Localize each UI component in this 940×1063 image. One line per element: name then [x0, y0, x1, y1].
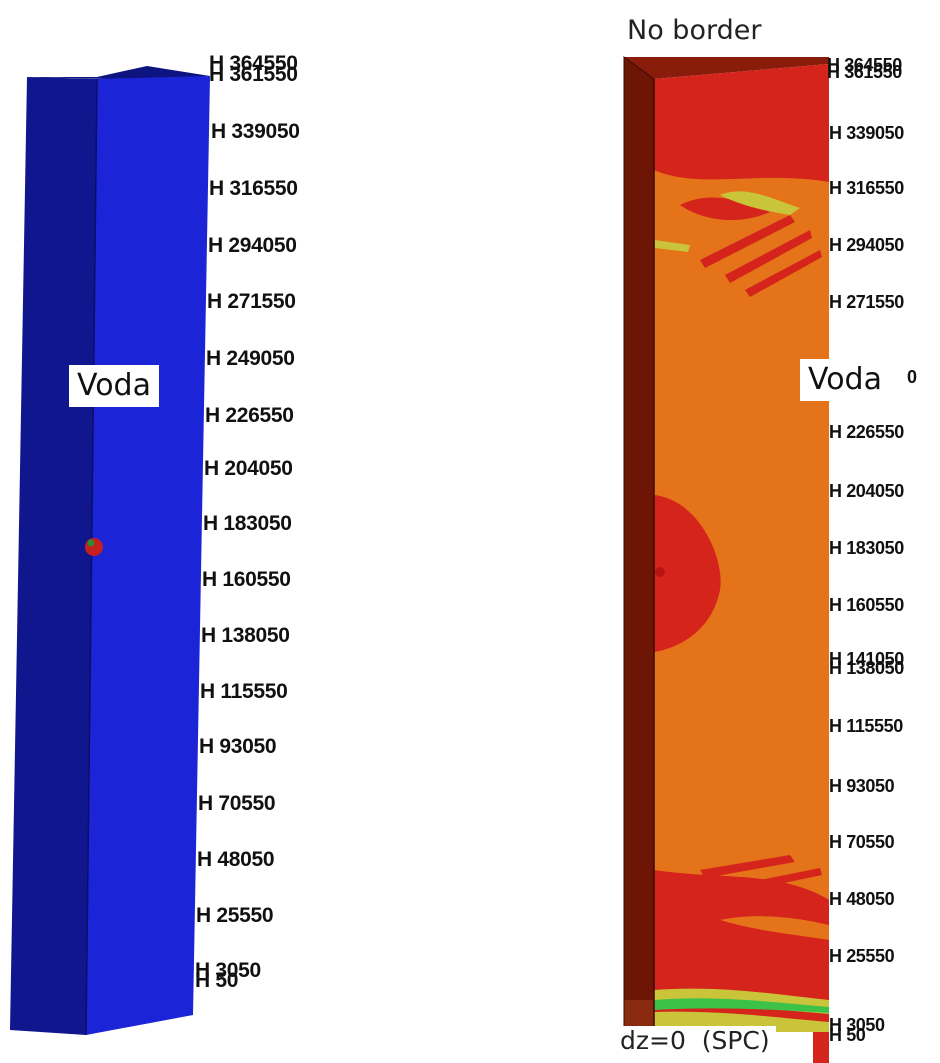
- left-column-front-face: [86, 76, 210, 1035]
- left-height-marker: H 25550: [196, 904, 274, 927]
- right-label-fragment: 0: [907, 367, 918, 387]
- right-height-marker: H 294050: [829, 235, 904, 255]
- spc-marker: [813, 1032, 829, 1063]
- right-column-front-face: [654, 64, 829, 1032]
- left-height-marker: H 361550: [209, 63, 298, 86]
- right-column-top-face: [624, 57, 829, 79]
- left-height-marker: H 138050: [201, 624, 290, 647]
- left-column: [10, 66, 210, 1036]
- right-height-marker: H 226550: [829, 422, 904, 442]
- left-height-marker: H 204050: [204, 457, 293, 480]
- left-height-marker: H 70550: [198, 792, 276, 815]
- left-height-marker: H 364550: [209, 52, 298, 75]
- right-height-marker: H 138050: [829, 658, 904, 678]
- left-column-side-face: [10, 77, 97, 1035]
- right-height-marker: H 204050: [829, 481, 904, 501]
- right-material-label: Voda: [800, 359, 890, 401]
- right-panel-title: No border: [627, 15, 762, 46]
- right-height-marker: H 50: [829, 1025, 866, 1045]
- right-height-marker: H 361550: [827, 62, 902, 82]
- left-column-marker-dot: [85, 538, 103, 556]
- left-height-marker: H 3050: [195, 959, 261, 982]
- right-height-marker: H 141050: [829, 649, 904, 669]
- left-column-top-face: [27, 66, 210, 80]
- left-height-marker: H 294050: [208, 234, 297, 257]
- right-height-marker: H 160550: [829, 595, 904, 615]
- right-height-marker: H 364550: [827, 55, 902, 75]
- right-height-marker: H 48050: [829, 889, 895, 909]
- left-height-marker: H 93050: [199, 735, 277, 758]
- left-material-label: Voda: [69, 365, 159, 407]
- right-height-marker: H 25550: [829, 946, 895, 966]
- left-height-marker: H 50: [195, 969, 239, 992]
- right-height-marker: H 70550: [829, 832, 895, 852]
- left-height-marker: H 271550: [207, 290, 296, 313]
- left-height-marker: H 226550: [205, 404, 294, 427]
- right-height-marker: H 183050: [829, 538, 904, 558]
- right-height-marker: H 339050: [829, 123, 904, 143]
- right-column: [623, 56, 829, 1033]
- right-height-marker: H 316550: [829, 178, 904, 198]
- right-height-marker: H 3050: [829, 1015, 885, 1035]
- right-height-marker: H 93050: [829, 776, 895, 796]
- left-height-marker: H 160550: [202, 568, 291, 591]
- left-height-marker: H 115550: [200, 680, 288, 703]
- left-height-marker: H 183050: [203, 512, 292, 535]
- left-height-marker: H 316550: [209, 177, 298, 200]
- right-height-marker: H 271550: [829, 292, 904, 312]
- left-height-marker: H 249050: [206, 347, 295, 370]
- left-height-marker: H 339050: [211, 120, 300, 143]
- right-height-marker: H 115550: [829, 716, 903, 736]
- left-height-marker: H 48050: [197, 848, 275, 871]
- right-bottom-caption: dz=0 (SPC): [614, 1026, 776, 1055]
